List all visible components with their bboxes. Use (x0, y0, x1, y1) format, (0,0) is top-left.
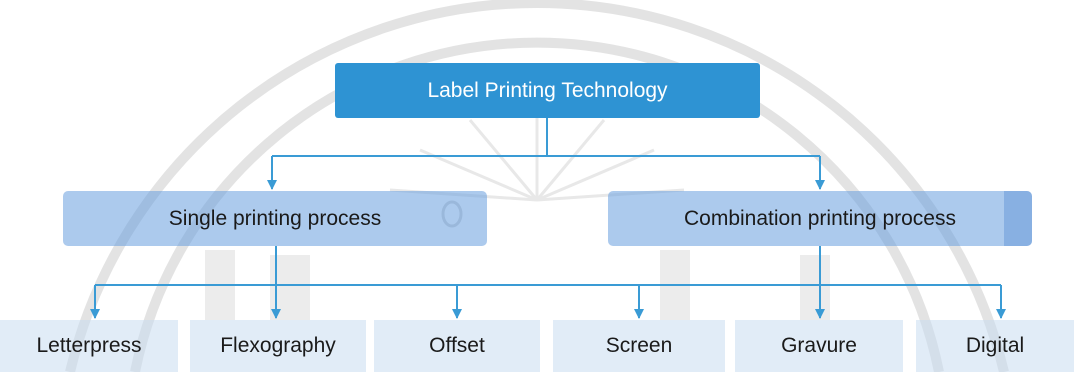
offset-node: Offset (374, 320, 540, 372)
digital-label: Digital (965, 334, 1025, 357)
combination-printing-process-label: Combination printing process (684, 206, 956, 230)
letterpress-label: Letterpress (36, 334, 142, 357)
gravure-node: Gravure (735, 320, 903, 372)
single-printing-process-node: Single printing process (63, 191, 487, 246)
offset-label: Offset (429, 334, 485, 357)
root-node: Label Printing Technology (335, 63, 760, 118)
letterpress-node: Letterpress (0, 320, 178, 372)
digital-node: Digital (916, 320, 1074, 372)
single-printing-process-label: Single printing process (168, 206, 382, 230)
gravure-label: Gravure (781, 334, 857, 357)
root-node-label: Label Printing Technology (427, 78, 668, 102)
flexography-node: Flexography (190, 320, 366, 372)
combination-printing-process-node: Combination printing process (608, 191, 1032, 246)
combination-node-accent (1004, 191, 1032, 246)
flexography-label: Flexography (220, 334, 336, 357)
watermark-outer-ring (65, 0, 1009, 372)
screen-label: Screen (605, 334, 673, 357)
screen-node: Screen (553, 320, 725, 372)
